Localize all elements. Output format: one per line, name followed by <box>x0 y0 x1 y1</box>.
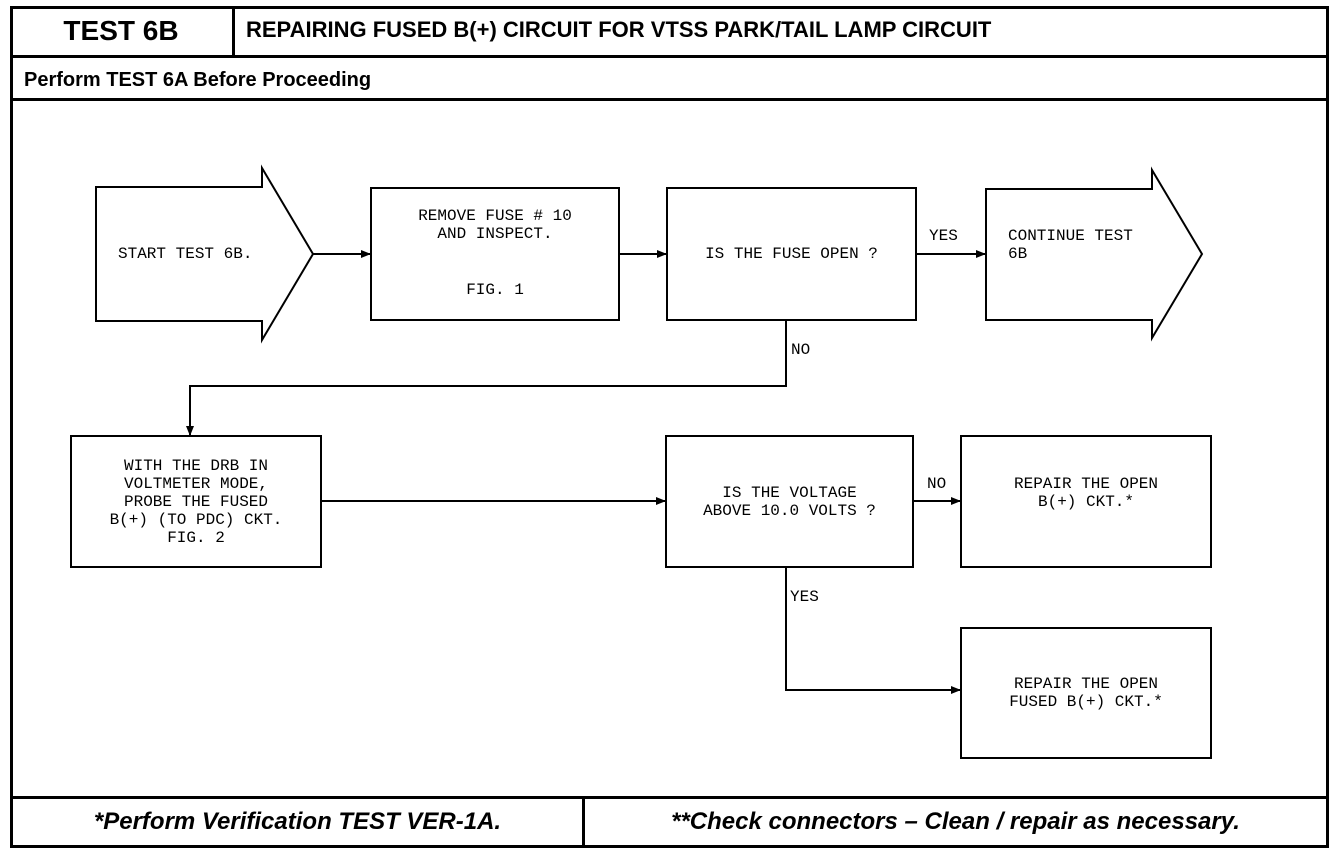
yes-label-fuse: YES <box>929 227 958 245</box>
repair-fused-line1: REPAIR THE OPEN <box>1013 675 1159 693</box>
voltage-question-line1: IS THE VOLTAGE <box>722 483 857 502</box>
remove-fuse-line1: REMOVE FUSE # 10 <box>418 207 572 225</box>
start-step-label: START TEST 6B. <box>118 245 253 263</box>
continue-arrow-shape <box>985 166 1204 342</box>
drb-line4: B(+) (TO PDC) CKT. <box>109 510 283 529</box>
continue-step-line2: 6B <box>1008 245 1028 263</box>
fuse-open-question: IS THE FUSE OPEN ? <box>666 187 917 321</box>
remove-fuse-step: REMOVE FUSE # 10 AND INSPECT. FIG. 1 <box>370 187 620 321</box>
connector-yes-to-repair-fused <box>785 568 961 694</box>
remove-fuse-line2: AND INSPECT. <box>437 225 553 243</box>
drb-line1: WITH THE DRB IN <box>123 456 269 475</box>
repair-open-line2: B(+) CKT.* <box>1037 493 1134 511</box>
drb-probe-step: WITH THE DRB IN VOLTMETER MODE, PROBE TH… <box>70 435 322 568</box>
repair-fused-step: REPAIR THE OPEN FUSED B(+) CKT.* <box>960 627 1212 759</box>
drb-line2: VOLTMETER MODE, <box>123 474 269 493</box>
yes-label-voltage: YES <box>790 588 819 606</box>
footer-divider <box>10 796 1329 799</box>
remove-fuse-fig: FIG. 1 <box>466 281 524 299</box>
subheader-divider <box>10 98 1329 101</box>
fuse-open-question-text: IS THE FUSE OPEN ? <box>705 245 878 263</box>
footer-column-divider <box>582 796 585 848</box>
no-label-voltage: NO <box>927 475 947 493</box>
test-id: TEST 6B <box>10 6 235 58</box>
page-title: REPAIRING FUSED B(+) CIRCUIT FOR VTSS PA… <box>246 17 992 42</box>
repair-open-line1: REPAIR THE OPEN <box>1013 475 1159 493</box>
repair-open-step: REPAIR THE OPEN B(+) CKT.* <box>960 435 1212 568</box>
connector-no-to-drb <box>186 321 787 436</box>
connector-note: **Check connectors – Clean / repair as n… <box>671 808 1240 835</box>
prerequisite-note: Perform TEST 6A Before Proceeding <box>24 69 372 91</box>
no-label-fuse: NO <box>791 341 811 359</box>
verification-note: *Perform Verification TEST VER-1A. <box>93 808 502 835</box>
drb-fig: FIG. 2 <box>167 528 225 547</box>
voltage-question: IS THE VOLTAGE ABOVE 10.0 VOLTS ? <box>665 435 914 568</box>
continue-step-line1: CONTINUE TEST <box>1008 227 1133 245</box>
start-arrow-shape <box>95 164 315 344</box>
voltage-question-line2: ABOVE 10.0 VOLTS ? <box>703 501 876 520</box>
repair-fused-line2: FUSED B(+) CKT.* <box>1009 693 1163 711</box>
drb-line3: PROBE THE FUSED <box>123 492 269 511</box>
header-divider <box>235 55 1329 58</box>
